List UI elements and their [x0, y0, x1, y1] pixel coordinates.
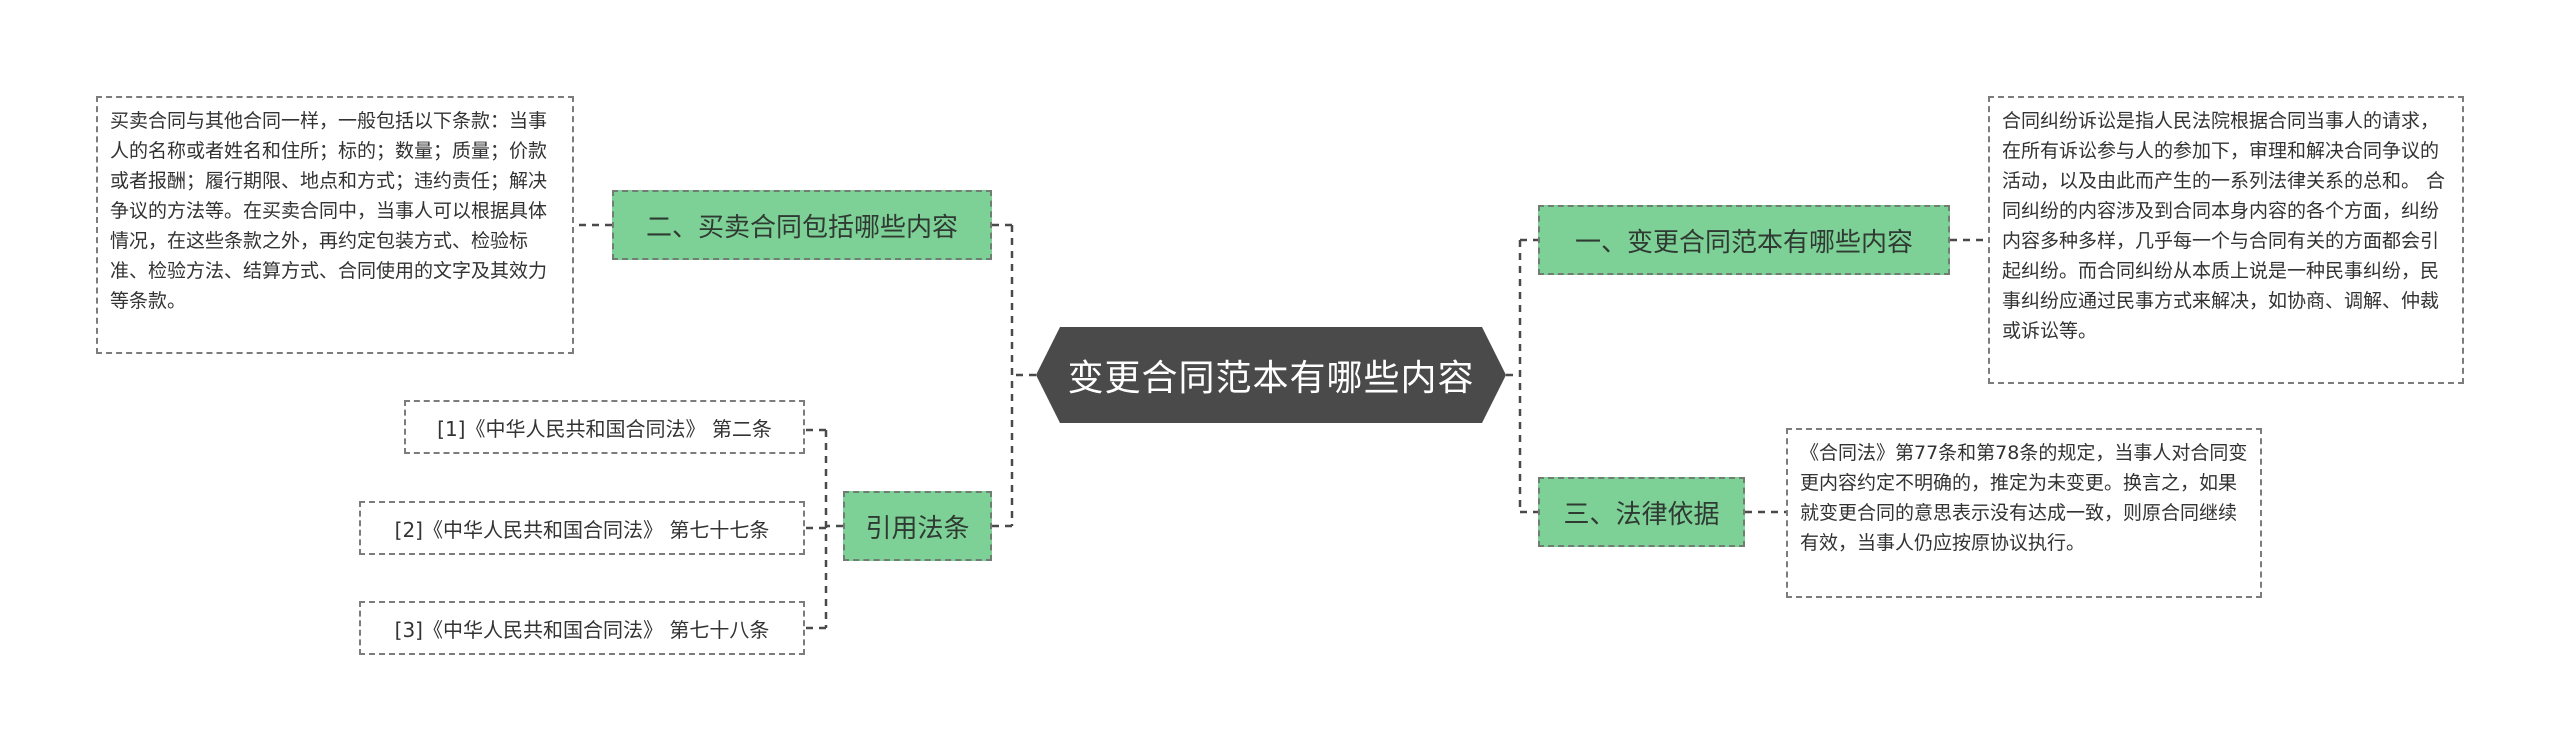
branch-label: 二、买卖合同包括哪些内容 — [645, 212, 958, 243]
branch-sales-contract[interactable]: 二、买卖合同包括哪些内容 — [612, 190, 992, 260]
central-topic-label: 变更合同范本有哪些内容 — [1067, 358, 1475, 399]
branch-label: 三、法律依据 — [1563, 499, 1720, 530]
leaf-text: 合同纠纷诉讼是指人民法院根据合同当事人的请求，在所有诉讼参与人的参加下，审理和解… — [2002, 110, 2446, 342]
leaf-text: 买卖合同与其他合同一样，一般包括以下条款：当事人的名称或者姓名和住所；标的；数量… — [110, 110, 548, 312]
ref-label: [2]《中华人民共和国合同法》 第七十七条 — [394, 517, 770, 542]
ref-label: [3]《中华人民共和国合同法》 第七十八条 — [394, 617, 770, 642]
central-topic[interactable]: 变更合同范本有哪些内容 — [1036, 327, 1506, 423]
branch-legal-basis[interactable]: 三、法律依据 — [1538, 477, 1745, 547]
leaf-legal-basis-text: 《合同法》第77条和第78条的规定，当事人对合同变更内容约定不明确的，推定为未变… — [1786, 428, 2262, 598]
branch-cited-laws[interactable]: 引用法条 — [843, 491, 992, 561]
ref-item[interactable]: [1]《中华人民共和国合同法》 第二条 — [404, 400, 805, 454]
leaf-change-contract-text: 合同纠纷诉讼是指人民法院根据合同当事人的请求，在所有诉讼参与人的参加下，审理和解… — [1988, 96, 2464, 384]
ref-item[interactable]: [3]《中华人民共和国合同法》 第七十八条 — [359, 601, 805, 655]
ref-label: [1]《中华人民共和国合同法》 第二条 — [437, 416, 772, 441]
leaf-sales-contract-text: 买卖合同与其他合同一样，一般包括以下条款：当事人的名称或者姓名和住所；标的；数量… — [96, 96, 574, 354]
ref-item[interactable]: [2]《中华人民共和国合同法》 第七十七条 — [359, 501, 805, 555]
branch-label: 一、变更合同范本有哪些内容 — [1574, 227, 1913, 258]
leaf-text: 《合同法》第77条和第78条的规定，当事人对合同变更内容约定不明确的，推定为未变… — [1800, 442, 2248, 554]
branch-label: 引用法条 — [865, 513, 970, 544]
branch-change-contract[interactable]: 一、变更合同范本有哪些内容 — [1538, 205, 1950, 275]
